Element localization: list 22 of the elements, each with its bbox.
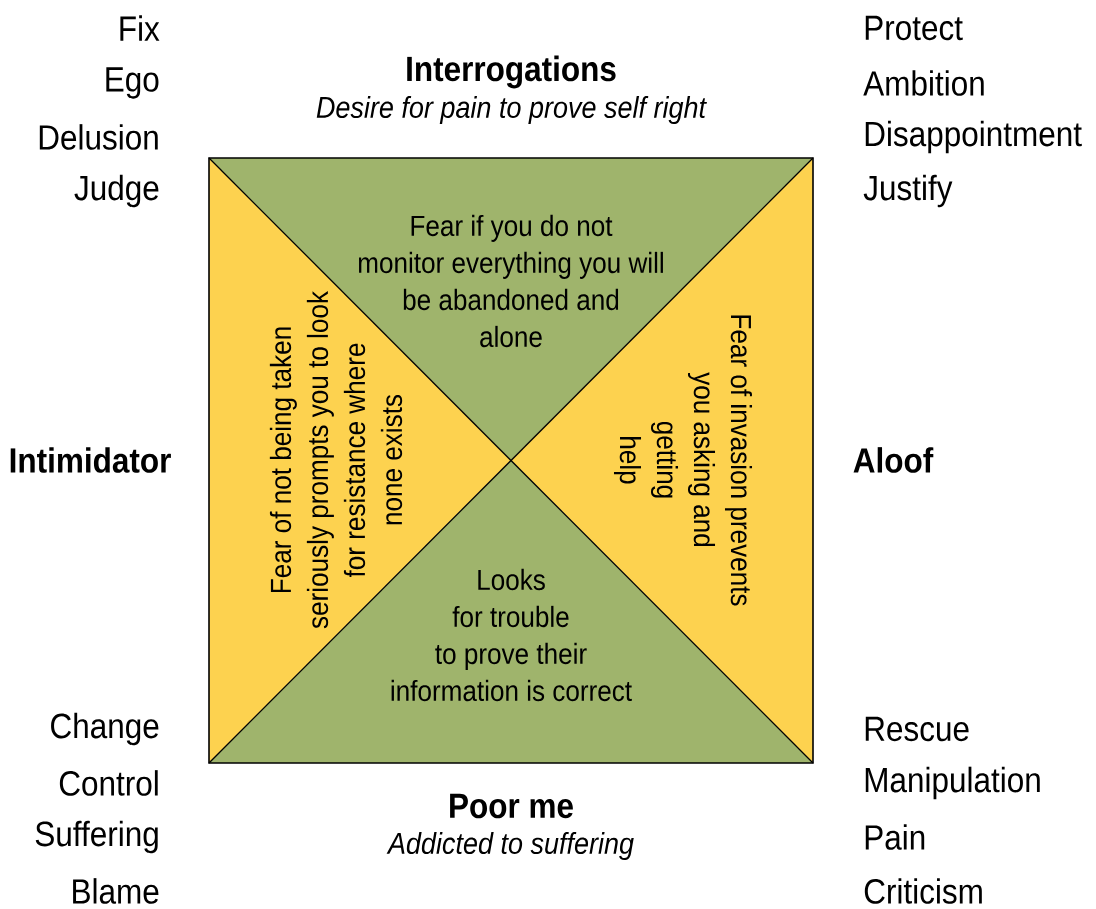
corner-word: Blame <box>73 878 159 904</box>
corner-word: Fix <box>120 15 160 41</box>
corner-word: Pain <box>865 824 925 850</box>
corner-word: Manipulation <box>865 766 1040 800</box>
node-label: Poor me <box>450 793 573 819</box>
corner-word: Disappointment <box>865 120 1082 154</box>
corner-word: Justify <box>863 174 953 208</box>
corner-word: Criticism <box>864 878 982 904</box>
node-label: Aloof <box>853 447 934 473</box>
corner-word: Judge <box>74 174 159 208</box>
corner-word: Change <box>51 712 159 746</box>
corner-word: Rescue <box>865 716 969 742</box>
node-label: Interrogations <box>407 55 616 89</box>
node-label: Desire for pain to prove self right <box>316 96 707 124</box>
node-label: Intimidator <box>10 447 171 473</box>
corner-word: Ego <box>106 67 159 99</box>
corner-word: Protect <box>865 15 963 41</box>
corner-word: Ambition <box>863 70 984 96</box>
corner-word: Suffering <box>35 820 158 854</box>
corner-word: Control <box>59 770 158 796</box>
node-label: Addicted to suffering <box>386 832 634 860</box>
corner-word: Delusion <box>39 124 158 150</box>
